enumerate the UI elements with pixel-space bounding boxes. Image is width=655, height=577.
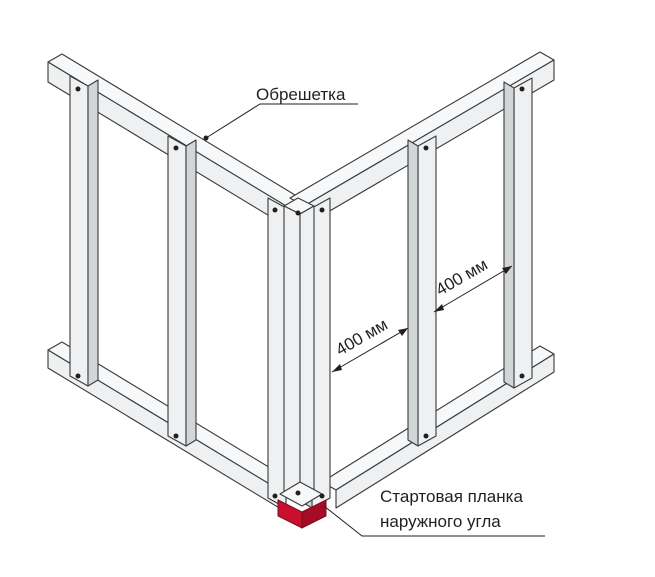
fastener-dot [423, 145, 429, 151]
fastener-dot [423, 433, 429, 439]
fastener-dot [319, 493, 325, 499]
dimension-left-label: 400 мм [333, 315, 391, 360]
dimension-right [433, 265, 513, 313]
dimension-left [331, 327, 409, 373]
start-strip-label-line1: Стартовая планка [380, 487, 523, 506]
right-wall-frame [289, 51, 555, 509]
left-stud-3 [267, 197, 287, 509]
right-stud-2-side [407, 139, 419, 447]
lathing-label: Обрешетка [256, 85, 346, 104]
start-strip-leader [323, 505, 545, 537]
fastener-dot [295, 210, 301, 216]
start-strip-right [301, 499, 327, 529]
left-stud-1-side [87, 79, 99, 387]
start-strip [277, 499, 327, 529]
right-bottom-rail-face [335, 353, 555, 509]
fastener-dot [75, 86, 81, 92]
fastener-dot [519, 373, 525, 379]
left-stud-1 [69, 75, 89, 387]
corner-post-right-face [299, 205, 315, 501]
fastener-dot [295, 490, 301, 496]
fastener-dot [75, 373, 81, 379]
corner-post-left-face [283, 205, 301, 501]
right-stud-3 [513, 77, 533, 389]
fastener-dot [319, 207, 325, 213]
right-stud-corner [311, 197, 331, 509]
dimension-right-label: 400 мм [433, 255, 491, 300]
fastener-dot [173, 145, 179, 151]
start-strip-label-line2: наружного угла [380, 512, 501, 531]
left-stud-2 [167, 135, 187, 447]
corner-post [279, 197, 323, 507]
fastener-dot [519, 86, 525, 92]
fastener-dot [272, 493, 278, 499]
right-stud-2 [417, 135, 437, 447]
right-stud-3-side [503, 81, 515, 389]
left-wall-frame [47, 53, 301, 513]
left-stud-2-side [185, 139, 197, 447]
lathing-leader [205, 103, 358, 139]
fastener-dot [272, 207, 278, 213]
fastener-dot [173, 433, 179, 439]
